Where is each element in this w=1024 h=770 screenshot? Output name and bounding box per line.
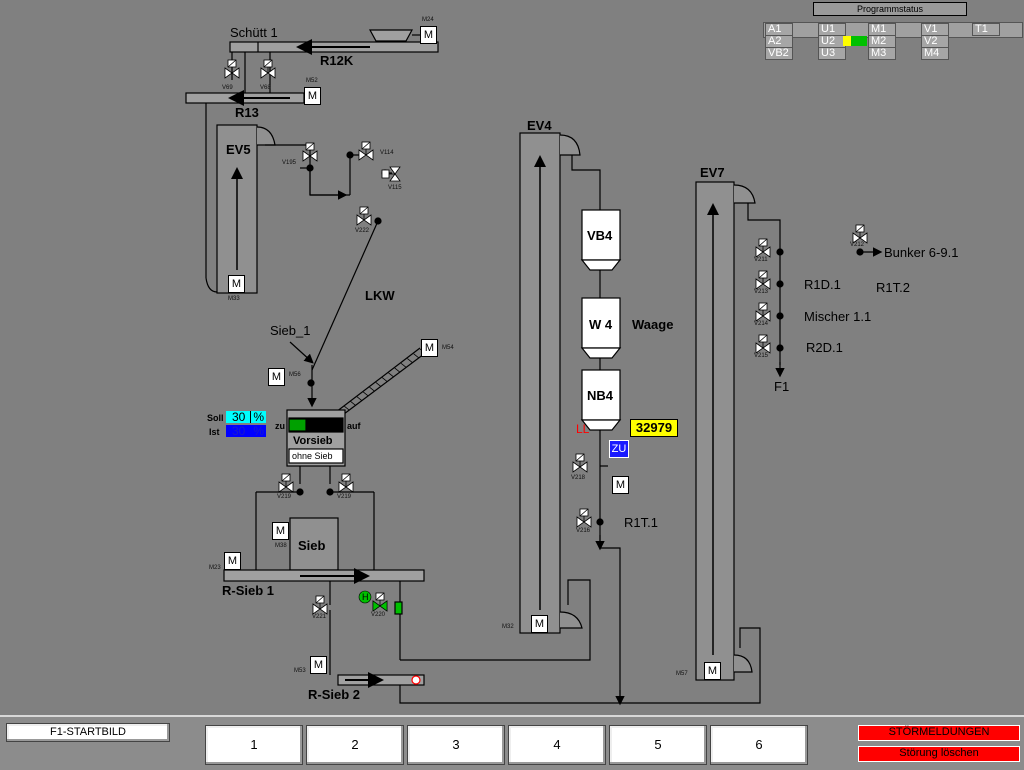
status-indicator-yellow (843, 36, 851, 46)
motor-m57[interactable]: M (704, 662, 721, 680)
motor-m56[interactable]: M (268, 368, 285, 386)
ist-value-field: 30 % (226, 425, 266, 437)
valve-v212-label[interactable]: V212 (850, 242, 865, 248)
motor-m23[interactable]: M (224, 552, 241, 570)
label-r1d1: R1D.1 (804, 277, 841, 292)
motor-m54-label: M54 (442, 345, 454, 351)
valve-v195-label[interactable]: V195 (282, 160, 297, 166)
label-vorsieb[interactable]: Vorsieb (293, 435, 333, 447)
footer-bar: F1-STARTBILD 1 2 3 4 5 6 STÖRMELDUNGEN S… (0, 715, 1024, 770)
label-hand-badge[interactable]: H (362, 592, 369, 602)
motor-m52-label: M52 (306, 78, 318, 84)
motor-m38[interactable]: M (272, 522, 289, 540)
valve-v213-label[interactable]: V213 (754, 289, 769, 295)
label-ll: LL (576, 422, 590, 436)
label-sieb[interactable]: Sieb (298, 538, 326, 553)
label-mischer: Mischer 1.1 (804, 309, 872, 324)
label-vb4[interactable]: VB4 (587, 228, 613, 243)
motor-m24-label: M24 (422, 17, 434, 23)
label-r-sieb-1: R-Sieb 1 (222, 583, 275, 598)
soll-pct: % (250, 411, 264, 423)
program-status-panel: Programmstatus A1 A2 VB2 U1 U2 U3 M1 M2 … (760, 0, 1024, 62)
function-button-1[interactable]: 1 (205, 725, 303, 765)
function-button-4[interactable]: 4 (508, 725, 606, 765)
label-waage: Waage (632, 317, 674, 332)
label-schuett-1: Schütt 1 (230, 25, 278, 40)
weight-counter: 32979 (630, 419, 678, 437)
valve-v68-label[interactable]: V68 (260, 85, 271, 91)
status-m4: M4 (921, 47, 949, 60)
label-ist: Ist (209, 427, 220, 437)
motor-m23-label: M23 (209, 565, 221, 571)
status-t1: T1 (972, 23, 1000, 36)
label-lkw: LKW (365, 288, 395, 303)
motor-m24[interactable]: M (420, 26, 437, 44)
label-r2d1: R2D.1 (806, 340, 843, 355)
process-diagram (185, 29, 883, 706)
label-r-sieb-2: R-Sieb 2 (308, 687, 361, 702)
label-bunker: Bunker 6-9.1 (884, 245, 959, 260)
valve-v216-label[interactable]: V216 (576, 528, 591, 534)
label-r1t1: R1T.1 (624, 515, 658, 530)
label-ev4[interactable]: EV4 (527, 118, 552, 133)
motor-m53[interactable]: M (310, 656, 327, 674)
label-ohne-sieb[interactable]: ohne Sieb (292, 451, 333, 461)
status-indicator-green-2 (859, 36, 867, 46)
motor-m54[interactable]: M (421, 339, 438, 357)
zu-badge[interactable]: ZU (609, 440, 629, 458)
label-ev5[interactable]: EV5 (226, 142, 251, 157)
valve-v219b-label[interactable]: V219 (337, 494, 352, 500)
valve-v115-label[interactable]: V115 (388, 185, 402, 191)
label-nb4[interactable]: NB4 (587, 388, 614, 403)
valve-v220-label[interactable]: V220 (371, 612, 386, 618)
startbild-button[interactable]: F1-STARTBILD (6, 723, 170, 742)
soll-value: 30 (232, 410, 246, 424)
label-zu: zu (275, 421, 285, 431)
program-status-title: Programmstatus (813, 2, 967, 16)
motor-m38-label: M38 (275, 543, 287, 549)
function-button-6[interactable]: 6 (710, 725, 808, 765)
motor-m56-label: M56 (289, 372, 301, 378)
motor-m32-label: M32 (502, 624, 514, 630)
label-r12k: R12K (320, 53, 354, 68)
function-button-2[interactable]: 2 (306, 725, 404, 765)
status-vb2: VB2 (765, 47, 793, 60)
valve-v221-label[interactable]: V221 (312, 614, 327, 620)
motor-m32[interactable]: M (531, 615, 548, 633)
label-r13: R13 (235, 105, 259, 120)
valve-v218-label[interactable]: V218 (571, 475, 586, 481)
label-r1t2: R1T.2 (876, 280, 910, 295)
label-soll: Soll (207, 413, 224, 423)
stoermeldungen-button[interactable]: STÖRMELDUNGEN (858, 725, 1020, 741)
motor-m53-label: M53 (294, 668, 306, 674)
motor-m52[interactable]: M (304, 87, 321, 105)
valve-v215-label[interactable]: V215 (754, 353, 769, 359)
motor-m33-label: M33 (228, 296, 240, 302)
valve-v222-label[interactable]: V222 (355, 228, 370, 234)
motor-m57-label: M57 (676, 671, 688, 677)
function-button-5[interactable]: 5 (609, 725, 707, 765)
motor-unlabeled[interactable]: M (612, 476, 629, 494)
valve-v114-label[interactable]: V114 (380, 150, 394, 156)
ist-pct: % (253, 424, 264, 438)
ist-value: 30 (232, 424, 246, 438)
status-indicator-green (851, 36, 859, 46)
function-button-3[interactable]: 3 (407, 725, 505, 765)
valve-v69-label[interactable]: V69 (222, 85, 233, 91)
label-w4[interactable]: W 4 (589, 317, 613, 332)
status-m3: M3 (868, 47, 896, 60)
label-ev7[interactable]: EV7 (700, 165, 725, 180)
label-sieb-1: Sieb_1 (270, 323, 311, 338)
valve-v219a-label[interactable]: V219 (277, 494, 292, 500)
soll-value-field[interactable]: 30 % (226, 411, 266, 423)
stoerung-loeschen-button[interactable]: Störung löschen (858, 746, 1020, 762)
valve-v214-label[interactable]: V214 (754, 321, 769, 327)
label-f1: F1 (774, 379, 790, 394)
motor-m33[interactable]: M (228, 275, 245, 293)
label-auf: auf (347, 421, 361, 431)
valve-v211-label[interactable]: V211 (754, 257, 768, 263)
status-u3: U3 (818, 47, 846, 60)
